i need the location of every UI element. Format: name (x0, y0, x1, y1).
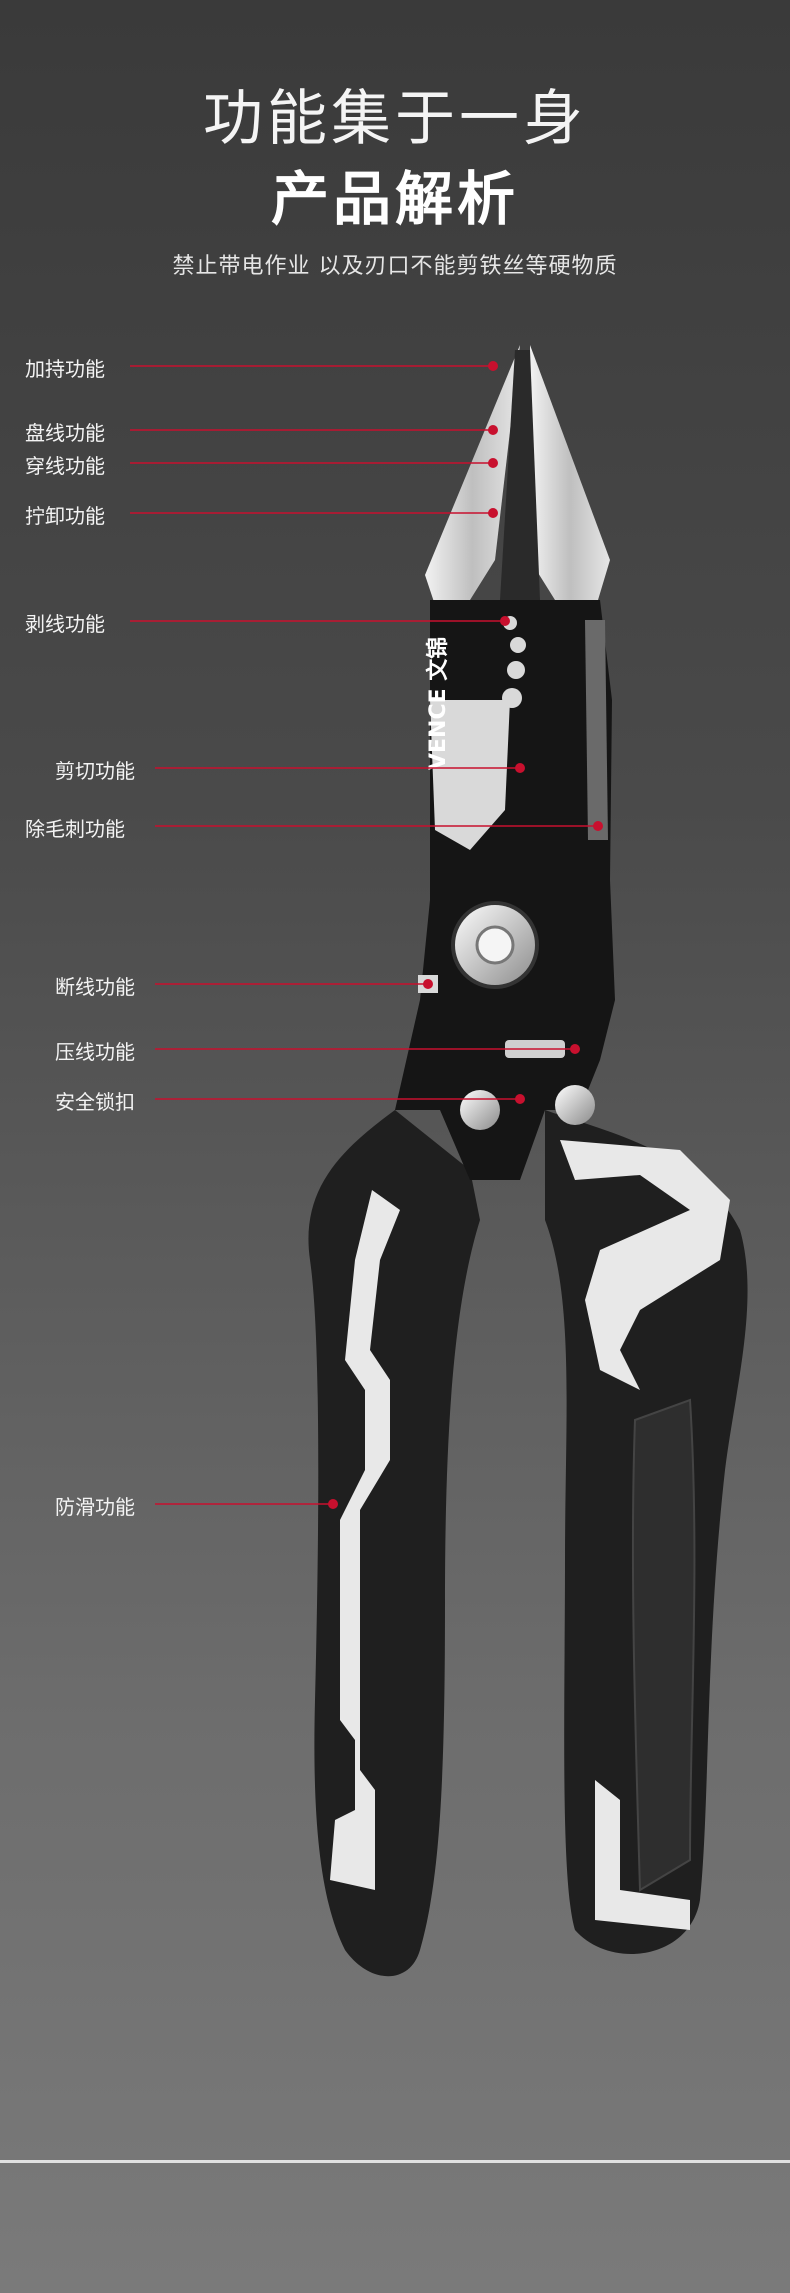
safety-lock-button (460, 1090, 500, 1130)
callout-deburring: 除毛刺功能 (25, 817, 125, 841)
callout-gripping: 加持功能 (25, 357, 105, 381)
safety-lock-button (555, 1085, 595, 1125)
callout-dot (515, 1094, 525, 1104)
callout-dot (423, 979, 433, 989)
callout-dot (570, 1044, 580, 1054)
stripper-hole (507, 661, 525, 679)
callout-crimping: 压线功能 (55, 1040, 135, 1064)
callout-dot (515, 763, 525, 773)
cutting-edge (430, 700, 510, 850)
pivot-bolt-center (475, 925, 515, 965)
stripper-hole (502, 688, 522, 708)
callout-dot (500, 616, 510, 626)
callout-coiling: 盘线功能 (25, 421, 105, 445)
callout-dot (328, 1499, 338, 1509)
right-handle-tail (595, 1780, 690, 1930)
callout-cutting: 剪切功能 (55, 759, 135, 783)
callout-dot (488, 458, 498, 468)
jaw-left (425, 345, 520, 620)
callout-dot (488, 508, 498, 518)
headline: 功能集于一身 (203, 84, 587, 154)
jaw-center (500, 350, 540, 600)
right-handle-grip (631, 1398, 696, 1892)
callout-safety-lock: 安全锁扣 (55, 1090, 135, 1114)
serrated-edge (585, 620, 608, 840)
brand-mark: VENCE 文锦 (425, 637, 451, 770)
callout-wire-breaking: 断线功能 (55, 975, 135, 999)
callout-anti-slip: 防滑功能 (55, 1495, 135, 1519)
stripper-hole (510, 637, 526, 653)
bottom-divider (0, 2160, 790, 2163)
jaw-right (530, 345, 610, 610)
subhead: 产品解析 (270, 165, 519, 233)
callout-dot (488, 425, 498, 435)
callout-dot (593, 821, 603, 831)
callout-stripping: 剥线功能 (25, 612, 105, 636)
warning-text: 禁止带电作业 以及刃口不能剪铁丝等硬物质 (172, 254, 618, 279)
callout-threading: 穿线功能 (25, 454, 105, 478)
right-handle-inlay (560, 1140, 730, 1390)
callout-dot (488, 361, 498, 371)
callout-lines (130, 361, 603, 1509)
left-handle-inlay (330, 1190, 400, 1890)
callout-unscrewing: 拧卸功能 (25, 504, 105, 528)
